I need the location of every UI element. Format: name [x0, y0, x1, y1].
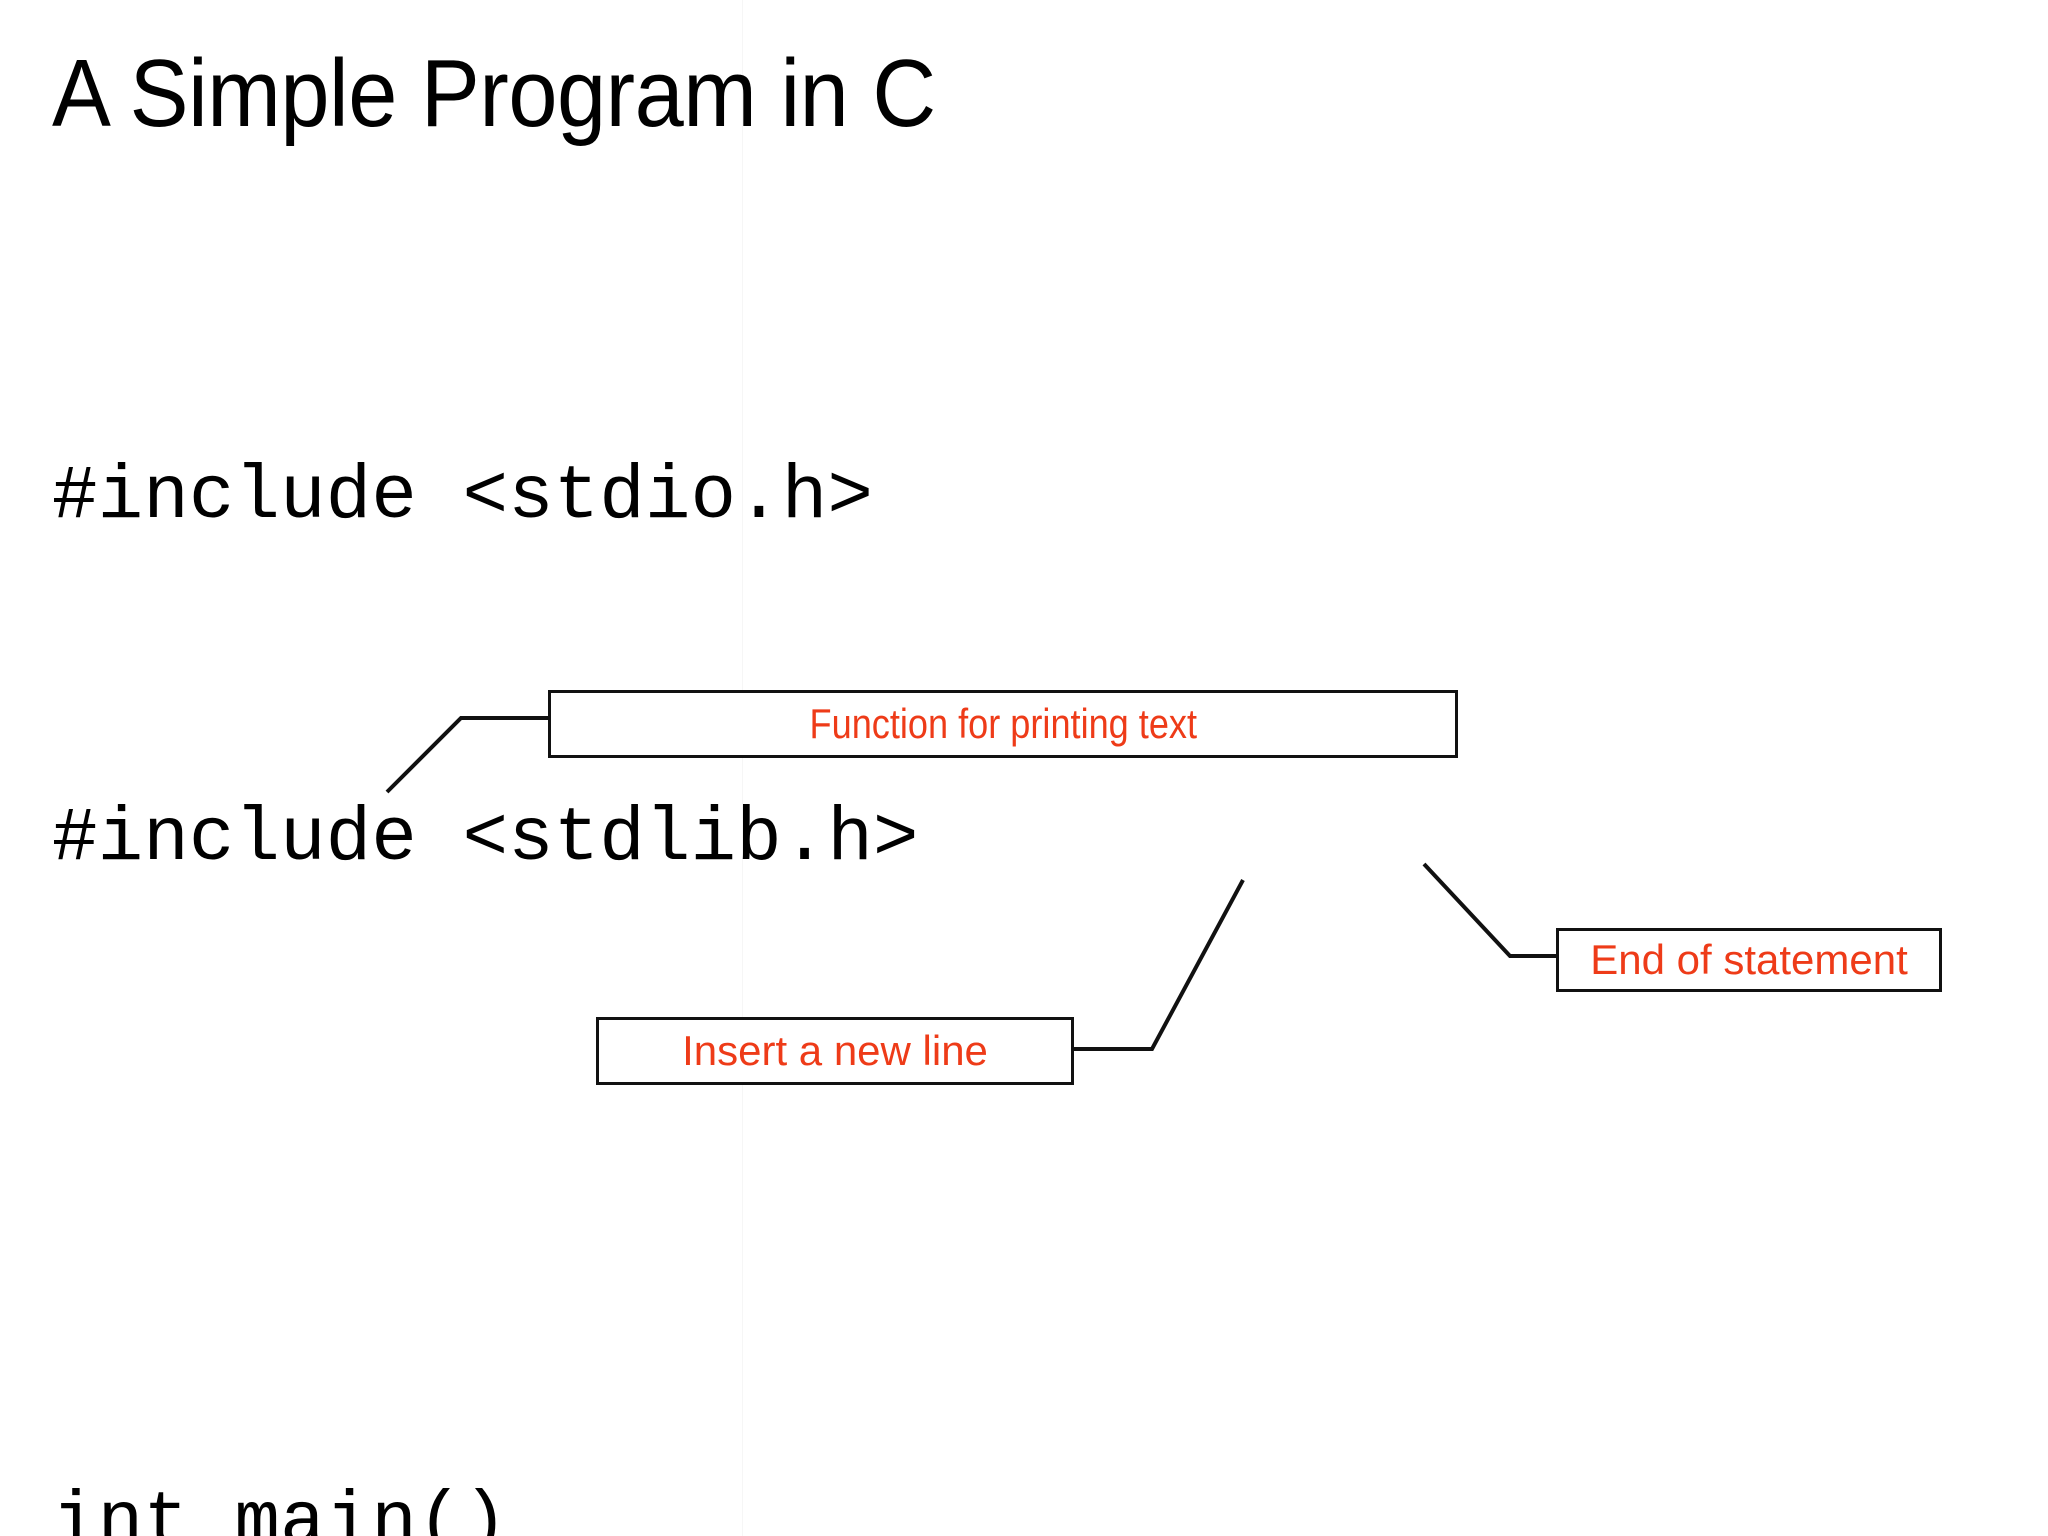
code-line: int main(): [52, 1480, 509, 1536]
background-seam: [742, 0, 743, 1536]
page-title: A Simple Program in C: [52, 40, 936, 147]
code-listing: #include <stdio.h> #include <stdlib.h> i…: [52, 212, 1952, 1536]
callout-end-of-statement[interactable]: End of statement: [1556, 928, 1942, 992]
callout-label: End of statement: [1590, 936, 1908, 983]
callout-label: Insert a new line: [682, 1027, 988, 1074]
code-line: #include <stdio.h>: [52, 454, 873, 540]
callout-function-for-printing-text[interactable]: Function for printing text: [548, 690, 1458, 758]
callout-insert-a-new-line[interactable]: Insert a new line: [596, 1017, 1074, 1085]
callout-label: Function for printing text: [809, 700, 1197, 747]
code-line: #include <stdlib.h>: [52, 796, 919, 882]
code-line-blank: [52, 1124, 1952, 1238]
